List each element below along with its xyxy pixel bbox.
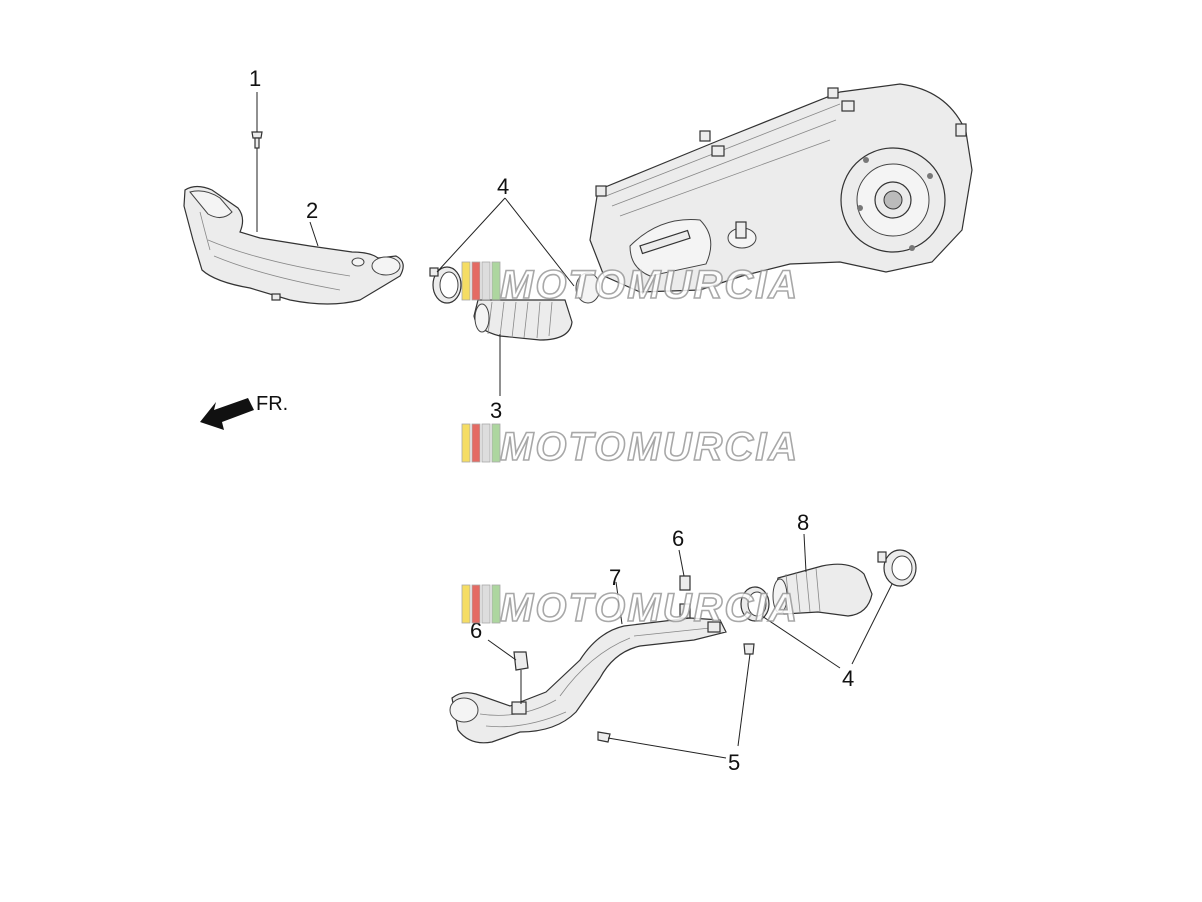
- bellows-sleeve-part-3: [473, 272, 601, 341]
- front-direction-arrow: FR.: [200, 393, 288, 430]
- clip-part-6-left: [513, 651, 529, 671]
- watermark-text-lower: MOTOMURCIA: [500, 586, 799, 630]
- watermark-middle: MOTOMURCIA: [461, 423, 799, 470]
- bellows-elbow-part-8: [772, 563, 873, 617]
- transmission-cover: [589, 83, 973, 293]
- callout-5: 5: [728, 750, 740, 775]
- watermark-text-middle: MOTOMURCIA: [500, 425, 799, 469]
- callout-8: 8: [797, 510, 809, 535]
- clamp-ring-part-4-upper: [429, 266, 462, 304]
- callout-7: 7: [609, 565, 621, 590]
- callout-4-lower: 4: [842, 666, 854, 691]
- air-duct-part-2: [183, 185, 404, 305]
- callout-1: 1: [249, 66, 261, 91]
- long-duct-part-7: [449, 603, 727, 744]
- clip-part-6-top: [679, 575, 691, 591]
- watermark-upper: MOTOMURCIA: [461, 261, 799, 308]
- screw-part-5-lower: [597, 731, 611, 743]
- callout-3: 3: [490, 398, 502, 423]
- clamp-ring-part-4-lower-left: [740, 586, 770, 622]
- watermark-text-upper: MOTOMURCIA: [500, 263, 799, 307]
- callout-4-upper: 4: [497, 174, 509, 199]
- upper-leader-lines: [256, 92, 575, 396]
- callout-6-upper: 6: [672, 526, 684, 551]
- watermark-lower: MOTOMURCIA: [461, 584, 799, 631]
- clamp-ring-part-4-lower-right: [877, 549, 917, 587]
- front-direction-label: FR.: [256, 393, 288, 415]
- screw-part-1: [251, 131, 263, 149]
- cover-studs: [595, 87, 967, 197]
- screw-part-5-upper: [743, 643, 755, 655]
- lower-leader-lines: [487, 533, 893, 759]
- callout-2: 2: [306, 198, 318, 223]
- callout-6-left: 6: [470, 618, 482, 643]
